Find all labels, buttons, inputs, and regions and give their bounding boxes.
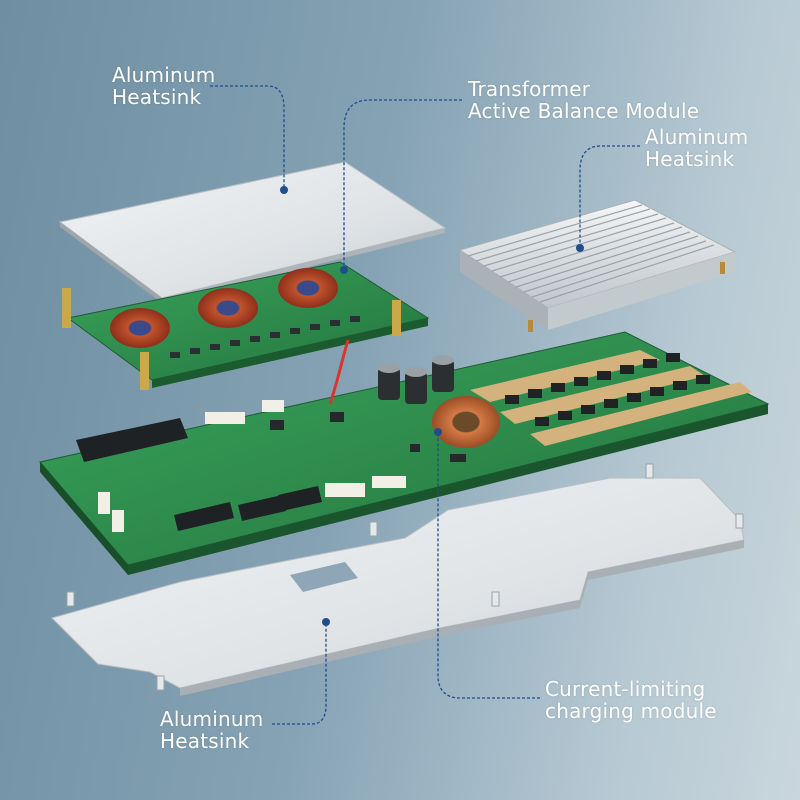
label-line: Current-limiting: [545, 677, 706, 701]
leader-dot-icon: [434, 428, 442, 436]
leader-current-limiting: [437, 432, 540, 699]
leader-top-heatsink: [210, 85, 285, 190]
label-line: Aluminum: [112, 63, 216, 87]
leader-finned-heatsink: [579, 145, 640, 248]
leader-dot-icon: [340, 266, 348, 274]
leader-transformer: [343, 99, 462, 270]
label-line: Active Balance Module: [468, 99, 700, 123]
bottom-heatsink-plate: [51, 463, 745, 696]
label-line: charging module: [545, 699, 717, 723]
label-top-heatsink: Aluminum Heatsink: [112, 64, 215, 108]
label-line: Aluminum: [645, 125, 749, 149]
label-finned-heatsink: Aluminum Heatsink: [645, 126, 748, 170]
label-line: Transformer: [468, 77, 591, 101]
balance-module-board: [62, 261, 430, 390]
leader-lines: [210, 85, 640, 725]
finned-heatsink: [458, 199, 737, 332]
label-bottom-heatsink: Aluminum Heatsink: [160, 708, 263, 752]
label-current-limiting-module: Current-limiting charging module: [545, 678, 717, 722]
label-line: Heatsink: [112, 85, 202, 109]
main-bms-board: [39, 331, 770, 575]
leader-dot-icon: [322, 618, 330, 626]
label-transformer-module: Transformer Active Balance Module: [468, 78, 699, 122]
leader-dot-icon: [576, 244, 584, 252]
label-line: Aluminum: [160, 707, 264, 731]
leader-dot-icon: [280, 186, 288, 194]
label-line: Heatsink: [160, 729, 250, 753]
label-line: Heatsink: [645, 147, 735, 171]
leader-bottom-heatsink: [272, 622, 327, 725]
